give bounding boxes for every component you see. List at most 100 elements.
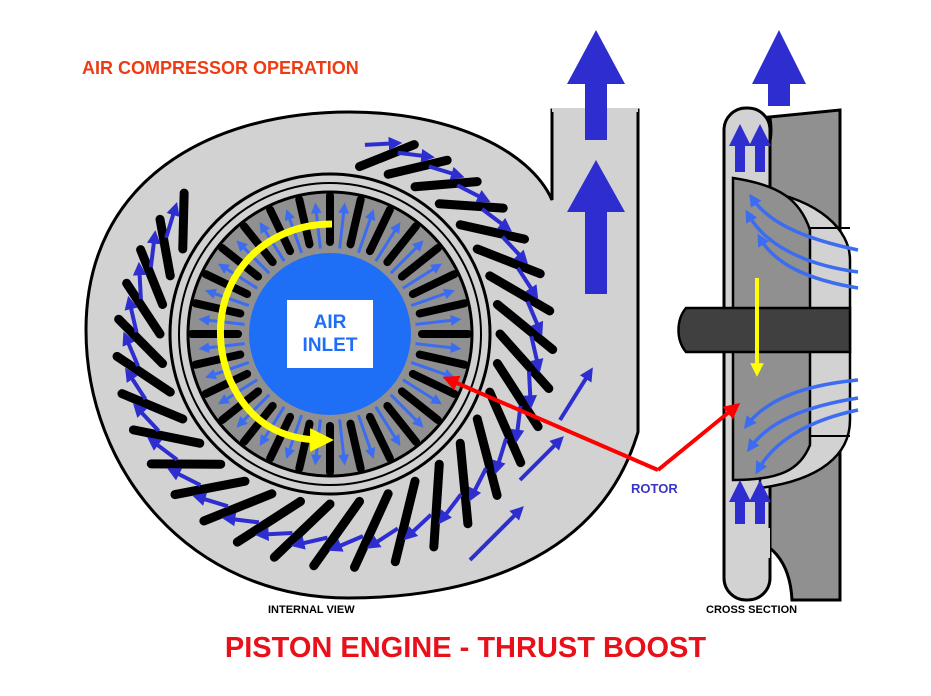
rotor-flow-arrow <box>415 315 462 326</box>
rotor-flow-arrow <box>259 221 286 262</box>
rotor-flow-arrow <box>374 221 401 262</box>
rotor-flow-arrow <box>415 342 462 353</box>
volute-flow-arrow <box>529 335 544 373</box>
rotor-flow-arrow <box>217 263 258 290</box>
rotor-blade <box>397 387 442 425</box>
volute-vane <box>429 459 444 552</box>
rotor-blade <box>266 205 295 256</box>
volute-vane <box>178 188 189 254</box>
cross-section-label: CROSS SECTION <box>706 604 798 616</box>
rotor-flow-arrow <box>236 240 271 275</box>
volute-flow-arrow <box>501 235 529 265</box>
volute-flow-arrow <box>397 148 435 163</box>
volute-flow-arrows <box>122 136 593 562</box>
volute-vane <box>122 278 165 339</box>
diagram-subtitle: PISTON ENGINE - THRUST BOOST <box>224 632 707 664</box>
volute-flow-arrow <box>456 183 491 203</box>
air-inlet-line-2: INLET <box>302 335 358 356</box>
volute-flow-arrow <box>221 512 260 527</box>
rotor-label: ROTOR <box>631 481 678 496</box>
volute-flow-arrow <box>428 164 465 180</box>
rotor-blade <box>415 350 469 369</box>
internal-view-label: INTERNAL VIEW <box>268 604 355 616</box>
rotor-flow-arrow <box>356 414 376 459</box>
rotor-flow-arrow <box>402 378 443 405</box>
volute-vane <box>350 489 393 572</box>
rotation-arrow <box>217 220 334 452</box>
volute-flow-arrow <box>364 136 403 151</box>
volute-vane <box>455 220 530 244</box>
rotor-blade <box>295 419 314 473</box>
rotor-blade <box>201 369 252 398</box>
volute-flow-arrow <box>124 295 139 333</box>
volute-flow-arrow <box>558 367 593 422</box>
volute-flow-arrow <box>468 506 524 562</box>
volute-flow-arrow <box>366 526 399 549</box>
rotor-blades <box>188 192 472 476</box>
volute-vane <box>309 496 365 571</box>
volute-flow-arrow <box>403 513 433 541</box>
air-inlet-line-1: AIR <box>313 312 347 333</box>
volute-flow-arrow <box>192 492 229 509</box>
volute-vane <box>232 496 305 547</box>
volute-flow-arrow <box>516 266 539 300</box>
rotor-blade <box>383 401 421 446</box>
rotor-blade <box>365 412 394 463</box>
volute-flow-arrow <box>492 438 508 475</box>
volute-flow-arrow <box>147 437 179 462</box>
rotor-blade <box>239 401 277 446</box>
volute-flow-arrow <box>523 371 538 409</box>
rotor-blade <box>383 222 421 267</box>
diagram-title: AIR COMPRESSOR OPERATION <box>82 58 359 78</box>
volute-vane <box>485 387 526 468</box>
rotor-flow-arrow <box>236 393 271 428</box>
volute-vane <box>128 425 205 448</box>
volute-vane <box>199 489 277 526</box>
volute-vane <box>269 499 335 562</box>
volute-vane <box>355 140 419 172</box>
rotor-blade <box>191 350 245 369</box>
rotor-flow-arrow <box>410 288 455 308</box>
rotor-flow-arrow <box>338 202 349 249</box>
rotor-blade <box>191 299 245 318</box>
air-inlet-label: AIR INLET <box>287 300 373 368</box>
volute-flow-arrow <box>132 261 147 300</box>
rotor-flow-arrow <box>389 393 424 428</box>
volute-flow-arrow <box>480 207 512 232</box>
rotor-flow-arrow <box>356 209 376 254</box>
volute-vane <box>472 414 502 500</box>
rotor-blade <box>218 243 263 281</box>
volute-vane <box>455 438 473 529</box>
volute-flow-arrow <box>255 527 293 542</box>
volute-flow-arrow <box>122 331 140 367</box>
rotor-blade <box>415 299 469 318</box>
volute-vane <box>492 299 558 355</box>
rotor-blade <box>239 222 277 267</box>
volute-vane <box>170 476 250 500</box>
rotor-flow-arrow <box>402 263 443 290</box>
rotor-blade <box>408 369 459 398</box>
volute-vane <box>136 245 168 309</box>
volute-vane <box>472 244 545 279</box>
volute-flow-arrow <box>164 202 180 239</box>
volute-vane <box>390 476 420 567</box>
rotor-blade <box>397 243 442 281</box>
volute-flow-arrow <box>290 535 328 550</box>
rotor-blade <box>295 195 314 249</box>
rotor-blade <box>346 419 365 473</box>
rotor-blade <box>218 387 263 425</box>
volute-flow-arrow <box>525 300 544 336</box>
volute-flow-arrow <box>438 493 463 525</box>
volute-vane <box>383 155 452 179</box>
volute-vane <box>114 314 168 369</box>
rotor-blade <box>408 270 459 299</box>
volute-flow-arrow <box>518 436 564 482</box>
cross-section <box>677 30 859 602</box>
rotor-pointer <box>442 375 741 472</box>
rotor-blade <box>266 412 295 463</box>
rotor-blade <box>346 195 365 249</box>
volute-vane <box>410 177 482 192</box>
volute-flow-arrow <box>133 403 161 433</box>
volute-flow-arrow <box>328 534 364 552</box>
